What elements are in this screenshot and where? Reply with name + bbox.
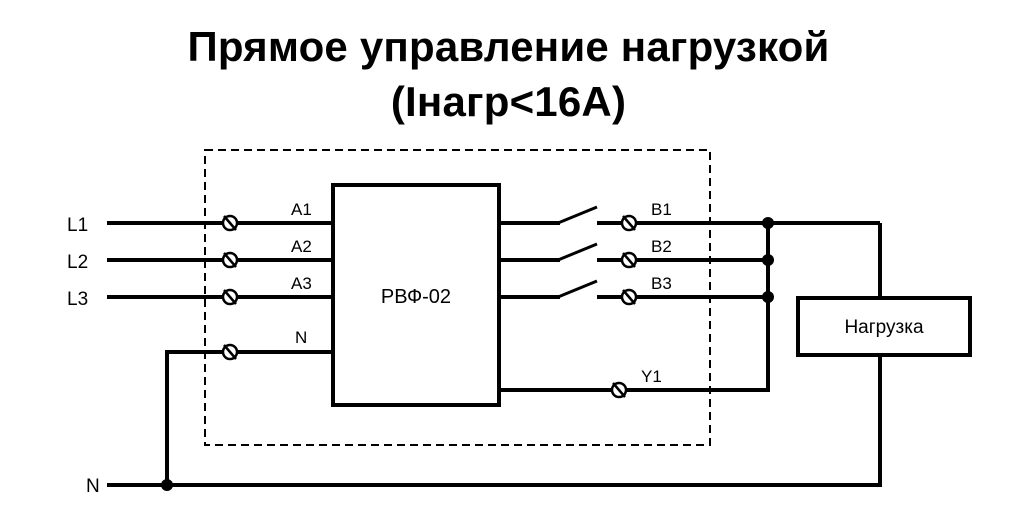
terminal-b1 [620,214,638,232]
device-name: РВФ-02 [381,286,451,308]
label-a2: A2 [291,237,312,256]
junction-b1 [762,217,774,229]
load-label: Нагрузка [844,317,924,338]
device-block [331,183,501,407]
terminal-a1 [221,214,239,232]
junction-n [161,479,173,491]
junction-b2 [762,254,774,266]
switch-b2 [557,242,598,262]
label-n-device: N [295,328,307,347]
terminal-a3 [221,288,239,306]
switch-b1 [557,205,598,225]
label-b3: B3 [651,274,672,293]
label-l1: L1 [67,215,88,236]
wire-y1 [499,223,770,392]
diagram-title-line2: (Iнагр<16А) [390,78,627,125]
label-a1: A1 [291,200,312,219]
terminal-n [221,343,239,361]
label-b1: B1 [651,200,672,219]
terminal-a2 [221,251,239,269]
wire-n-bus [107,355,882,487]
terminal-b3 [620,288,638,306]
label-l3: L3 [67,289,88,310]
terminal-b2 [620,251,638,269]
load-box [796,296,972,357]
junction-b3 [762,291,774,303]
label-l2: L2 [67,252,88,273]
diagram-title-line1: Прямое управление нагрузкой [187,23,830,70]
label-y1: Y1 [641,367,662,386]
terminal-y1 [610,381,628,399]
label-a3: A3 [291,274,312,293]
label-n-bus: N [86,476,100,497]
switch-b3 [557,279,598,299]
label-b2: B2 [651,237,672,256]
wire-n-device [165,350,333,485]
